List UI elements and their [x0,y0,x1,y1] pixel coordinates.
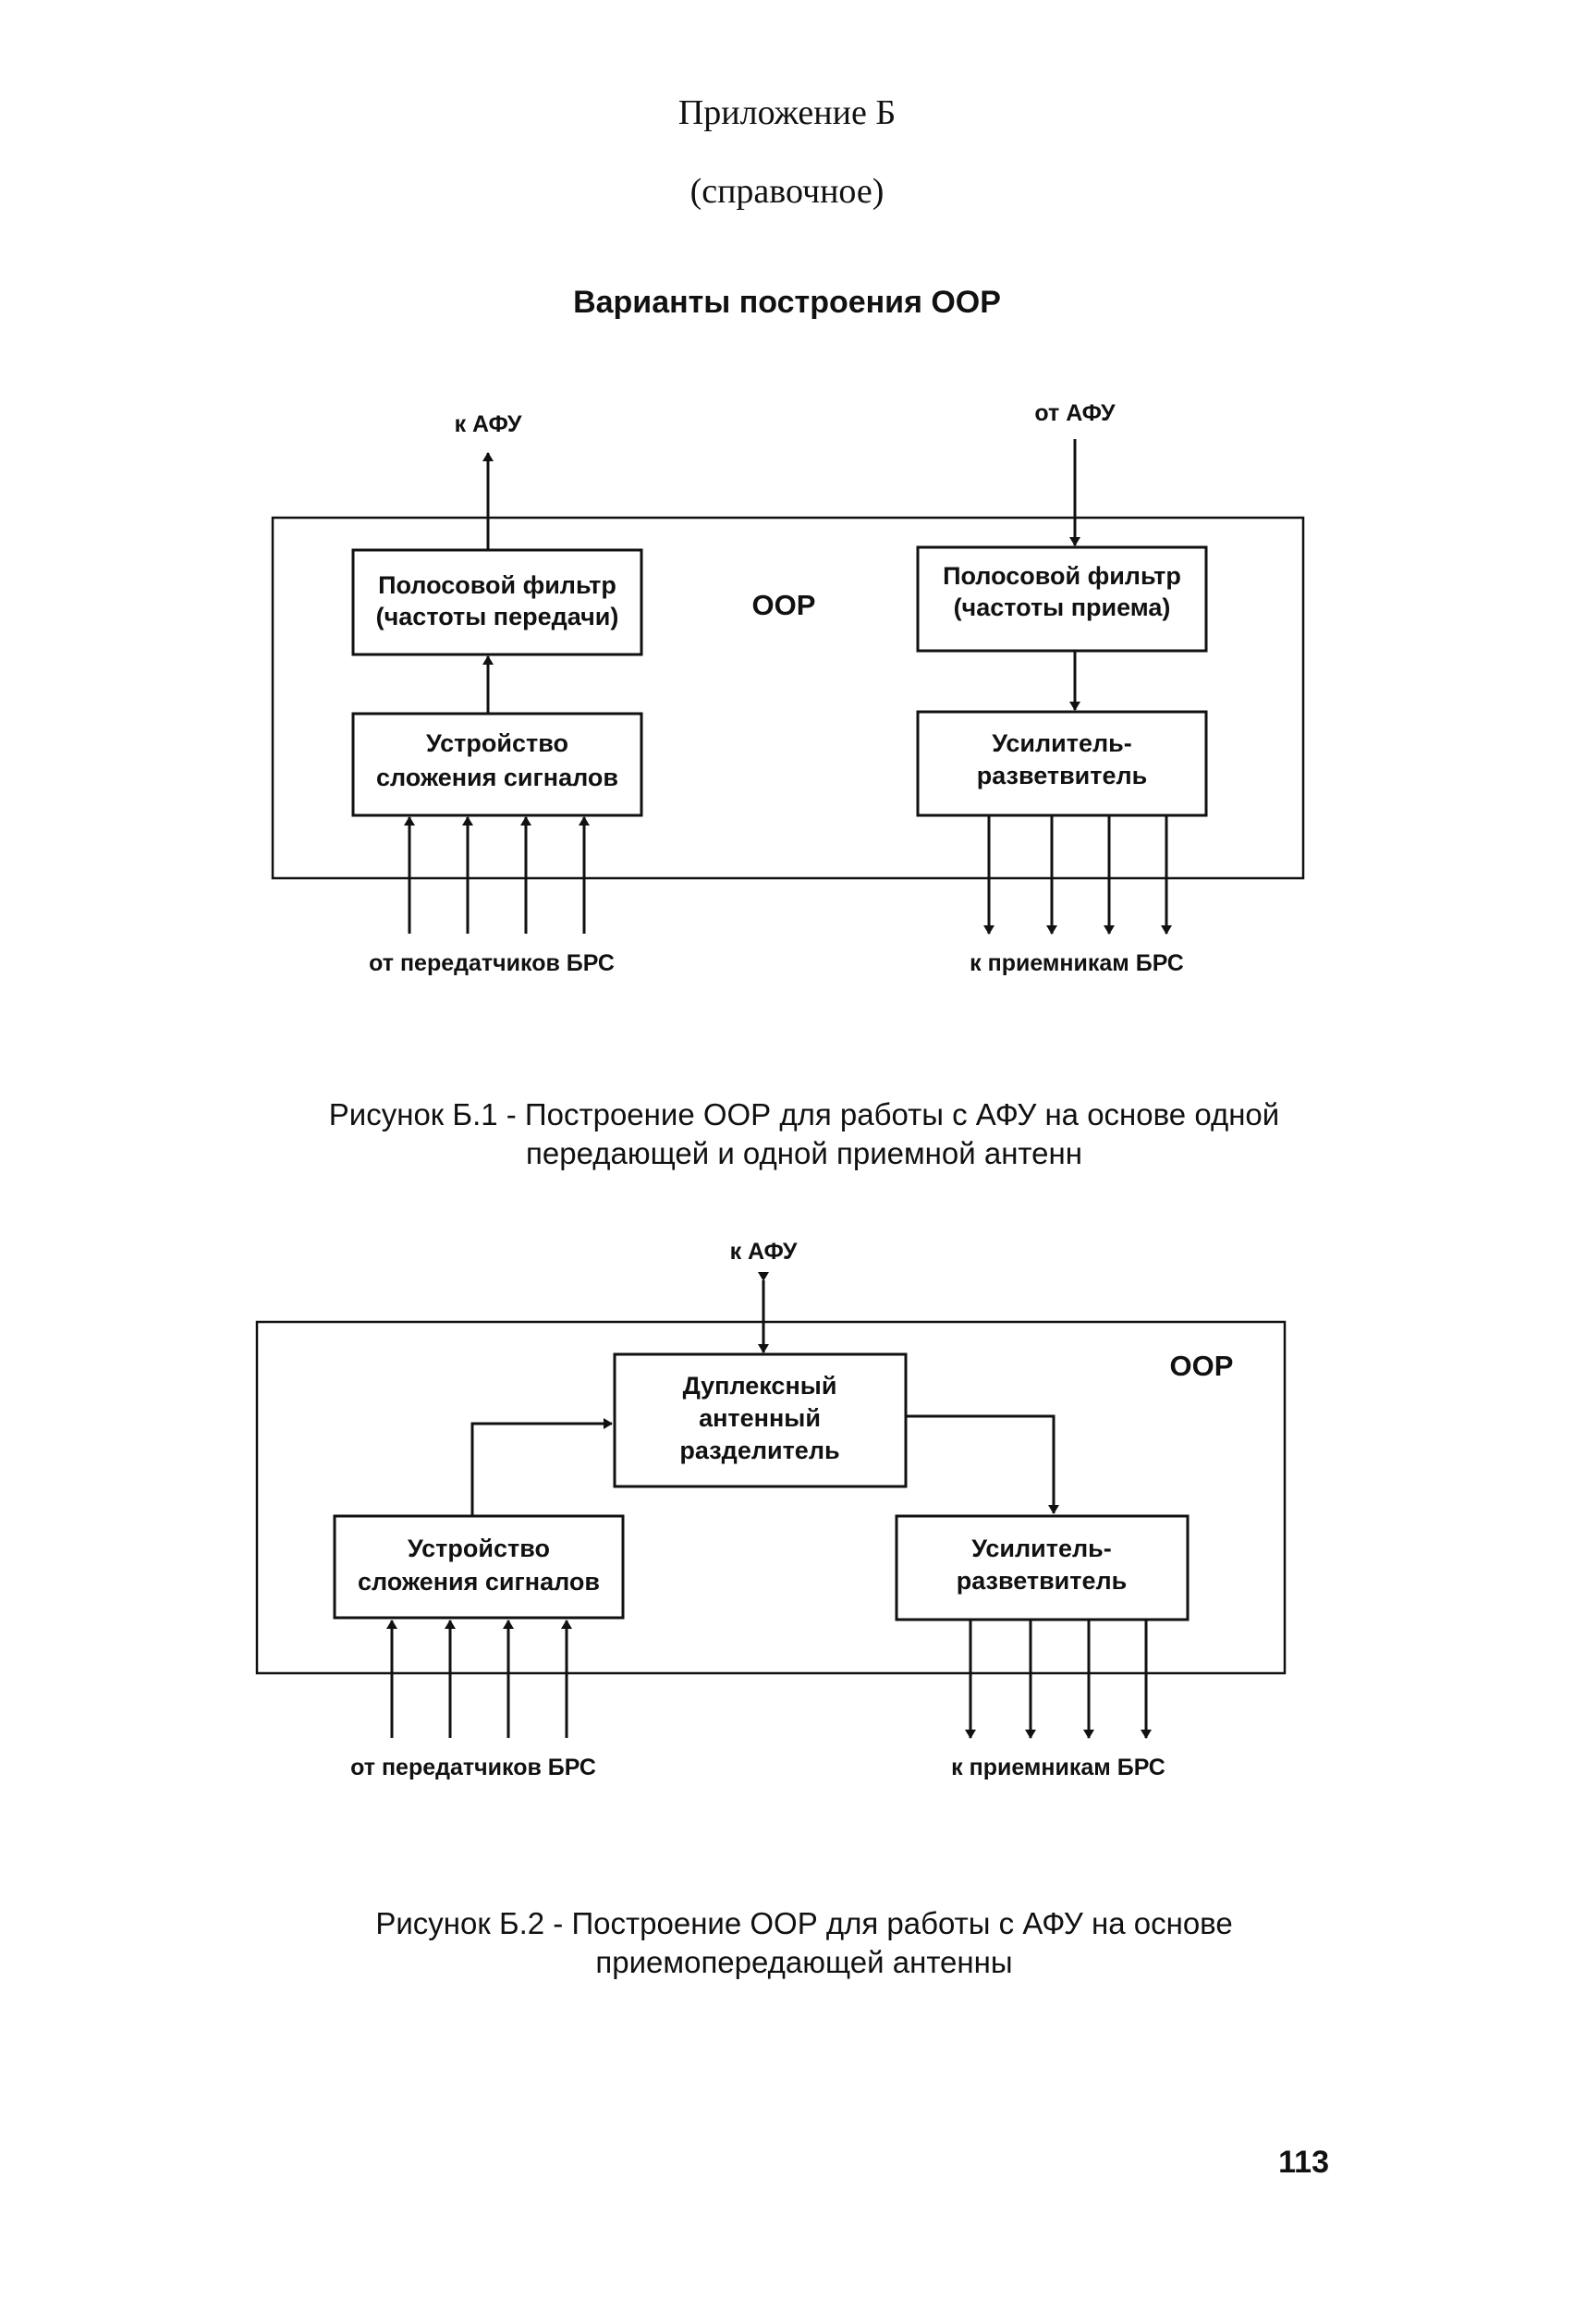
tx-filter-line-2: (частоты передачи) [376,603,619,630]
arrow-combiner-to-duplexer [470,1418,613,1516]
rx-filter-line-1: Полосовой фильтр [943,562,1181,590]
figure-2-caption: Рисунок Б.2 - Построение ООР для работы … [375,1906,1233,1979]
to-receivers-label: к приемникам БРС [970,950,1184,976]
combiner-line-2: сложения сигналов [376,764,618,791]
figure-1-diagram: к АФУ от АФУ ООР Полосовой фильтр (часто… [271,400,1305,976]
combiner-line-1: Устройство [426,729,568,757]
duplexer-line-2: антенный [699,1404,821,1432]
section-title: Варианты построения ООР [573,285,1001,320]
splitter-block [916,710,1208,817]
duplexer-block [613,1352,908,1488]
oor-enclosure [255,1320,1287,1675]
splitter-line-1: Усилитель- [992,729,1131,757]
rx-filter-block [916,545,1208,653]
tx-filter-block [351,548,643,656]
oor-enclosure [271,516,1305,880]
to-receivers-label: к приемникам БРС [951,1755,1165,1780]
combiner-block [333,1514,625,1620]
figure-2-diagram: к АФУ ООР Дуплексный антенный разделител… [255,1239,1287,1780]
appendix-type: (справочное) [689,172,885,211]
oor-label: ООР [752,589,816,621]
to-afu-label: к АФУ [455,411,522,437]
from-afu-label: от АФУ [1034,400,1116,426]
tx-filter-line-1: Полосовой фильтр [378,571,616,599]
combiner-line-2: сложения сигналов [358,1568,600,1596]
oor-label: ООР [1170,1350,1234,1382]
arrow-duplexer-to-splitter [906,1414,1059,1514]
duplexer-line-1: Дуплексный [683,1372,837,1400]
appendix-heading: Приложение Б [677,93,897,132]
to-afu-label: к АФУ [730,1239,798,1265]
page-number: 113 [1278,2145,1329,2180]
splitter-line-1: Усилитель- [971,1535,1111,1562]
splitter-line-2: разветвитель [957,1567,1128,1595]
from-transmitters-label: от передатчиков БРС [350,1755,596,1780]
rx-filter-line-2: (частоты приема) [954,593,1171,621]
splitter-line-2: разветвитель [977,762,1148,789]
combiner-line-1: Устройство [408,1535,550,1562]
combiner-block [351,712,643,817]
from-transmitters-label: от передатчиков БРС [369,950,615,976]
figure-1-caption: Рисунок Б.1 - Построение ООР для работы … [328,1097,1280,1170]
splitter-block [895,1514,1190,1621]
duplexer-line-3: разделитель [679,1437,839,1464]
